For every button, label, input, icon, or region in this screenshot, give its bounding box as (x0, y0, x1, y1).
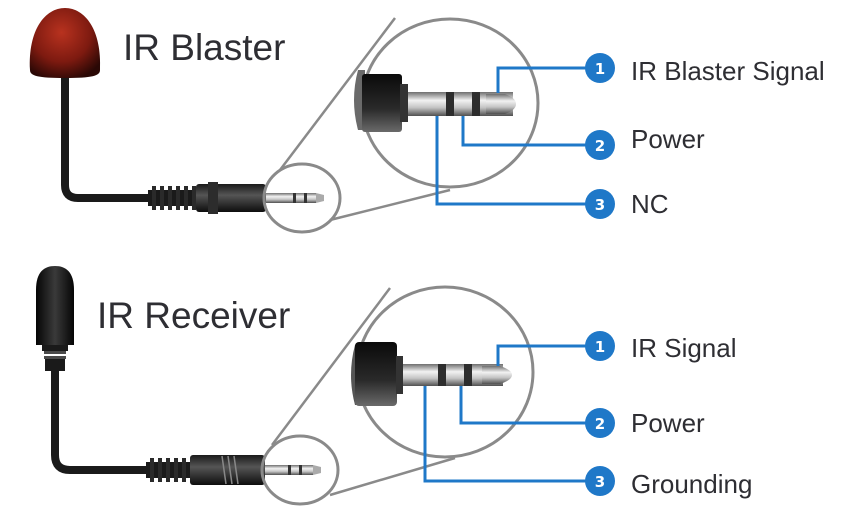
ir-blaster-wire-1 (496, 66, 588, 93)
pin-label: IR Blaster Signal (631, 56, 825, 86)
ir-blaster-zoom-source-ring (262, 162, 342, 234)
pin-number-badge (585, 466, 615, 496)
ir-blaster-plug-body (196, 184, 266, 212)
pin-number: 2 (595, 415, 605, 433)
ir-receiver-zoom-line-top (271, 287, 391, 446)
pin-number-badge (585, 408, 615, 438)
ir-blaster-zoom-line-bottom (329, 188, 451, 222)
ir-blaster-section: IR Blaster 1 IR Blaster Signal 2 Power 3… (29, 8, 825, 234)
pin-label: NC (631, 189, 669, 219)
ir-receiver-zoom-source-ring (260, 434, 340, 506)
ir-receiver-section: IR Receiver 1 IR Signal 2 Power 3 Ground… (36, 266, 752, 506)
ir-blaster-pin-1: 1 IR Blaster Signal (585, 53, 825, 86)
ir-blaster-zoom-line-top (279, 17, 396, 171)
pin-label: IR Signal (631, 333, 737, 363)
ir-receiver-jack-icon (351, 342, 512, 406)
pin-label: Grounding (631, 469, 752, 499)
pin-number-badge (585, 130, 615, 160)
ir-receiver-strain-relief (146, 458, 192, 482)
ir-blaster-strain-relief (148, 186, 196, 210)
ir-receiver-head-icon (36, 266, 74, 345)
pin-number: 2 (595, 137, 605, 155)
ir-receiver-wire-1 (496, 344, 588, 366)
pin-label: Power (631, 408, 705, 438)
ir-blaster-cable (61, 78, 150, 202)
ir-receiver-pin-2: 2 Power (585, 408, 705, 438)
ir-receiver-wire-2 (459, 386, 588, 425)
ir-blaster-pin-2: 2 Power (585, 124, 705, 160)
pin-number: 3 (595, 473, 605, 491)
pin-number: 1 (595, 60, 605, 78)
ir-receiver-pin-1: 1 IR Signal (585, 331, 737, 363)
ir-blaster-jack-icon (354, 70, 516, 132)
pin-label: Power (631, 124, 705, 154)
pin-number-badge (585, 189, 615, 219)
ir-receiver-plug-body (190, 455, 265, 485)
pin-number-badge (585, 53, 615, 83)
ir-receiver-cable (51, 371, 148, 474)
ir-blaster-pin-3: 3 NC (585, 189, 669, 219)
ir-receiver-zoom-line-bottom (329, 456, 456, 497)
ir-receiver-pin-3: 3 Grounding (585, 466, 752, 499)
ir-blaster-head-icon (29, 8, 101, 78)
pin-number: 1 (595, 338, 605, 356)
pin-number-badge (585, 331, 615, 361)
ir-blaster-wire-2 (461, 116, 588, 147)
ir-blaster-title: IR Blaster (123, 27, 285, 68)
ir-receiver-title: IR Receiver (97, 295, 290, 336)
ir-receiver-wire-3 (423, 386, 588, 483)
ir-blaster-wire-3 (435, 116, 588, 206)
pin-number: 3 (595, 196, 605, 214)
